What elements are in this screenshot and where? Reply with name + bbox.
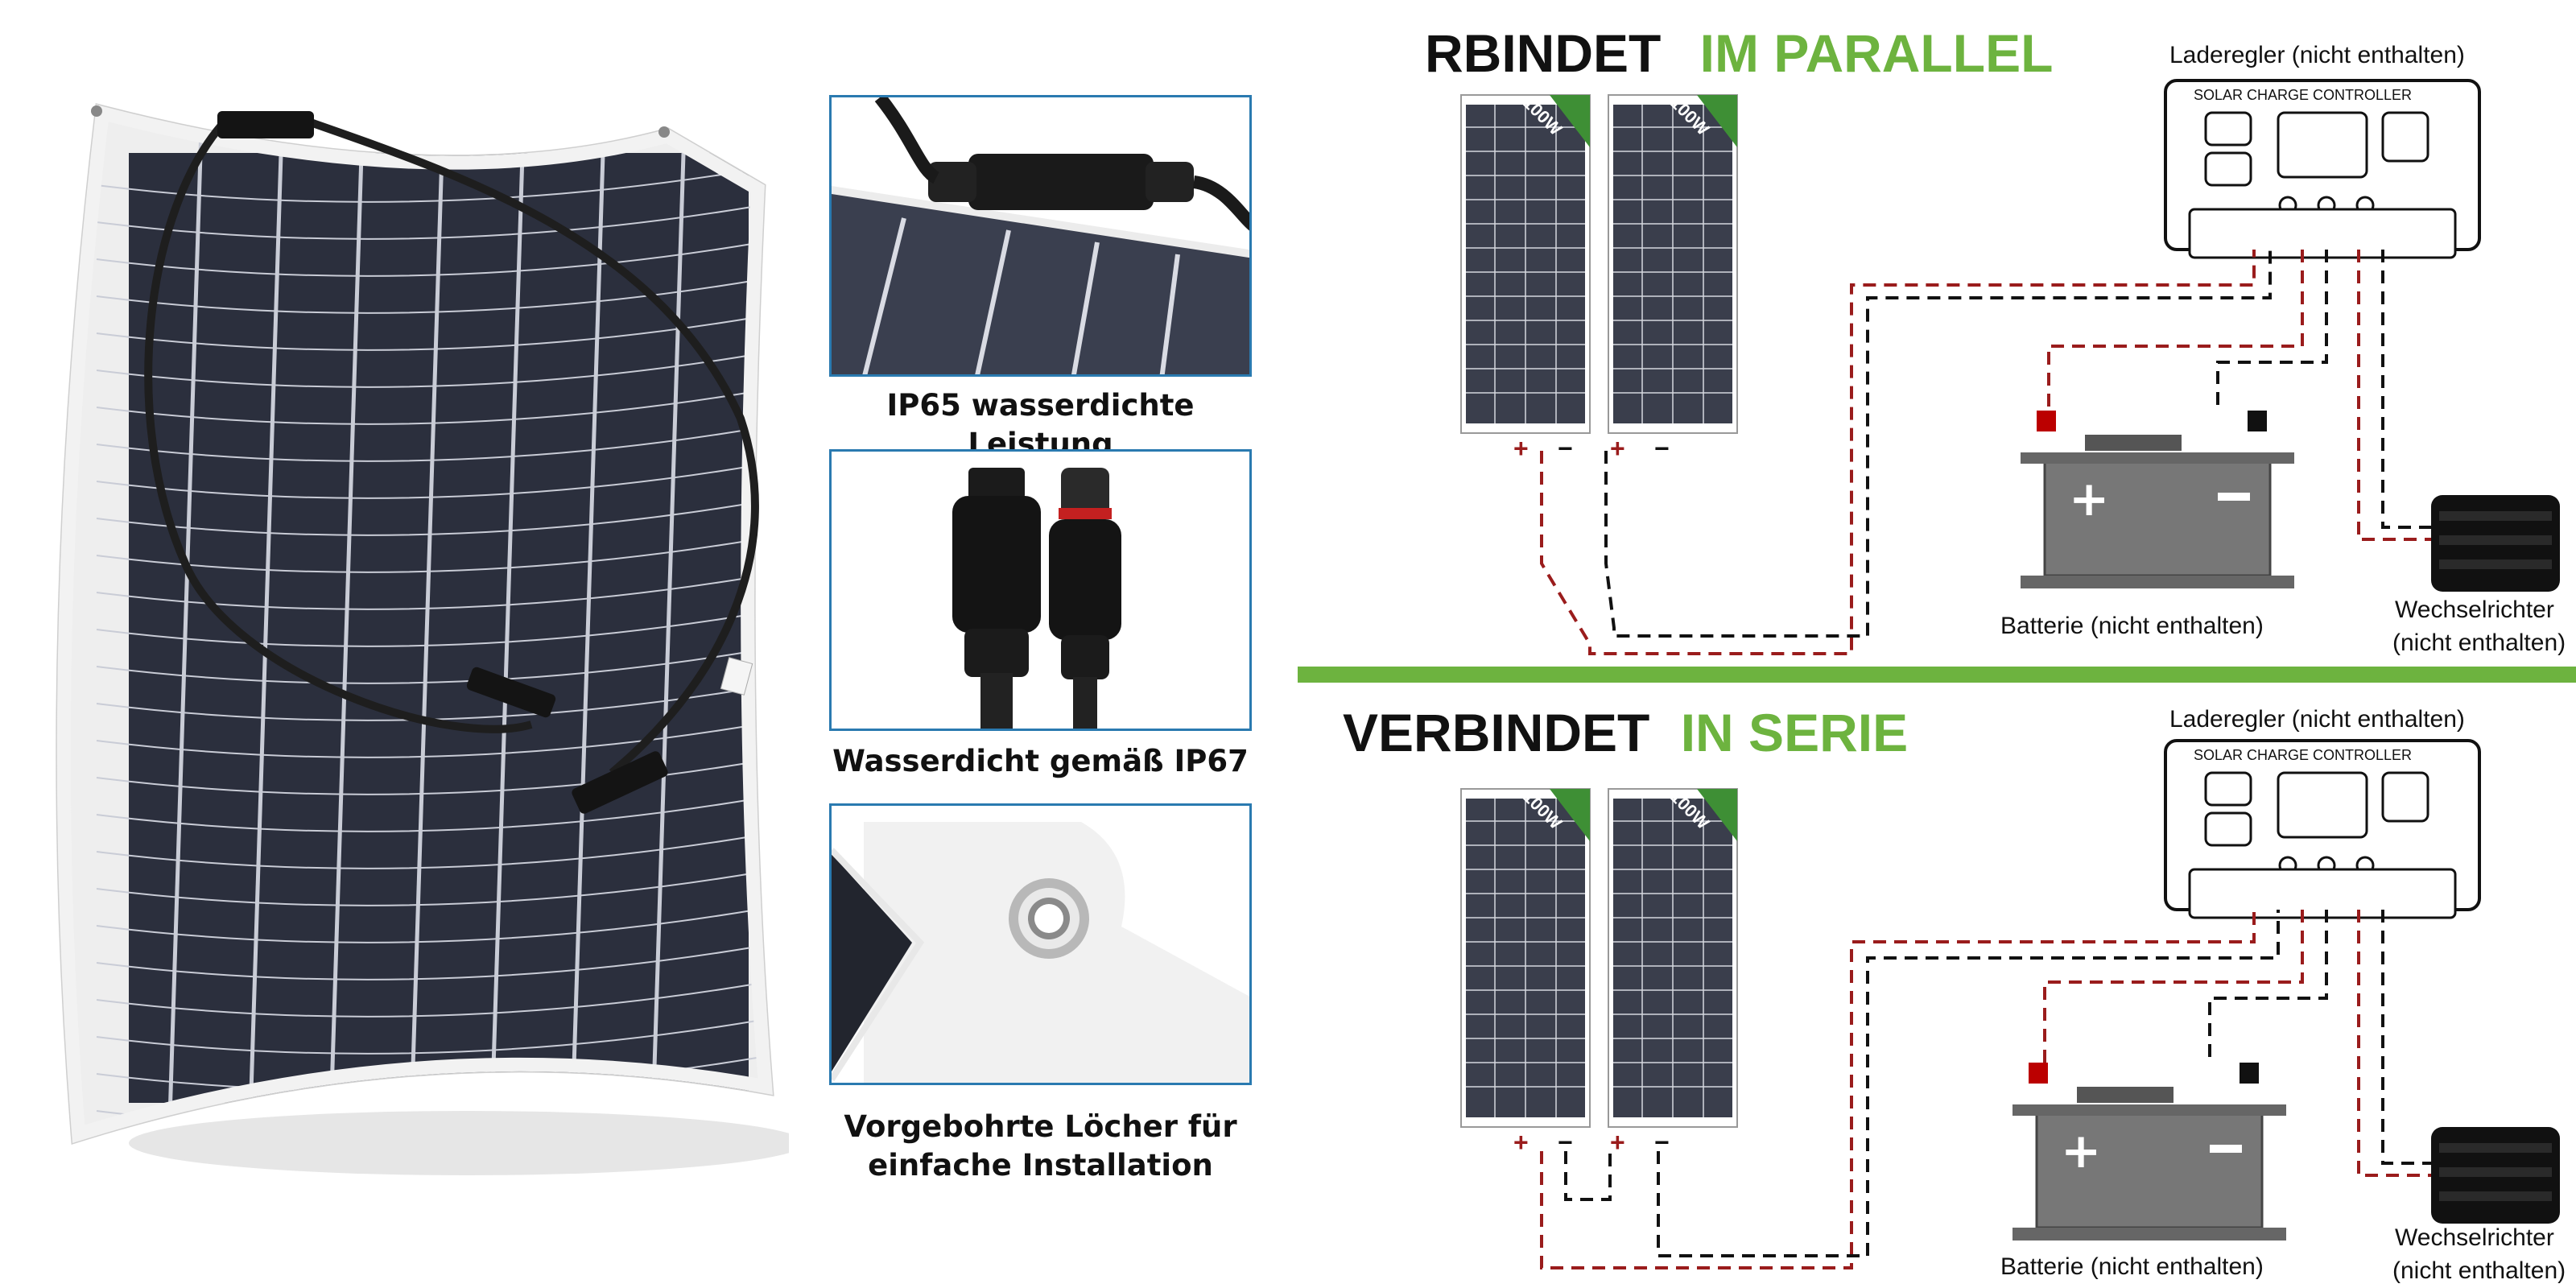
feature-caption-holes: Vorgebohrte Löcher für einfache Installa… <box>821 1108 1260 1185</box>
parallel-battery-label: Batterie (nicht enthalten) <box>2000 613 2264 639</box>
series-plus-1: + <box>1513 1128 1529 1157</box>
feature-caption-holes-line1: Vorgebohrte Löcher für <box>844 1109 1237 1144</box>
parallel-heading-black: RBINDET <box>1425 23 1662 83</box>
parallel-inverter-label-1: Wechselrichter <box>2395 597 2554 623</box>
parallel-controller-title: SOLAR CHARGE CONTROLLER <box>2194 87 2412 103</box>
mounting-hole-inset <box>829 803 1252 1085</box>
series-plus-2: + <box>1610 1128 1625 1157</box>
parallel-controller-label: Laderegler (nicht enthalten) <box>2169 42 2465 68</box>
feature-caption-ip65: IP65 wasserdichte Leistung <box>886 388 1195 462</box>
series-inverter-label-1: Wechselrichter <box>2395 1224 2554 1251</box>
series-minus-1: − <box>1558 1128 1573 1157</box>
series-badge-1: 100W <box>1519 786 1566 833</box>
parallel-badge-2: 100W <box>1666 93 1713 139</box>
parallel-minus-2: − <box>1654 434 1670 463</box>
parallel-heading-green: IM PARALLEL <box>1699 23 2054 83</box>
series-badge-2: 100W <box>1666 786 1713 833</box>
parallel-heading: RBINDET IM PARALLEL <box>1425 23 2053 84</box>
series-heading: VERBINDET IN SERIE <box>1343 702 1908 763</box>
series-minus-2: − <box>1654 1128 1670 1157</box>
feature-caption-ip67: Wasserdicht gemäß IP67 <box>832 744 1249 778</box>
series-battery-label: Batterie (nicht enthalten) <box>2000 1253 2264 1280</box>
section-divider <box>1298 667 2576 683</box>
series-heading-black: VERBINDET <box>1343 703 1650 762</box>
junction-box-inset <box>829 95 1252 377</box>
series-heading-green: IN SERIE <box>1680 703 1909 762</box>
parallel-plus-1: + <box>1513 434 1529 463</box>
feature-caption-holes-line2: einfache Installation <box>868 1148 1213 1183</box>
series-controller-label: Laderegler (nicht enthalten) <box>2169 706 2465 733</box>
parallel-plus-2: + <box>1610 434 1625 463</box>
series-controller-title: SOLAR CHARGE CONTROLLER <box>2194 747 2412 763</box>
parallel-badge-1: 100W <box>1519 93 1566 139</box>
series-inverter-label-2: (nicht enthalten) <box>2392 1257 2566 1284</box>
parallel-minus-1: − <box>1558 434 1573 463</box>
main-solar-panel-image <box>48 80 789 1191</box>
mc4-connector-inset <box>829 449 1252 731</box>
parallel-inverter-label-2: (nicht enthalten) <box>2392 630 2566 656</box>
